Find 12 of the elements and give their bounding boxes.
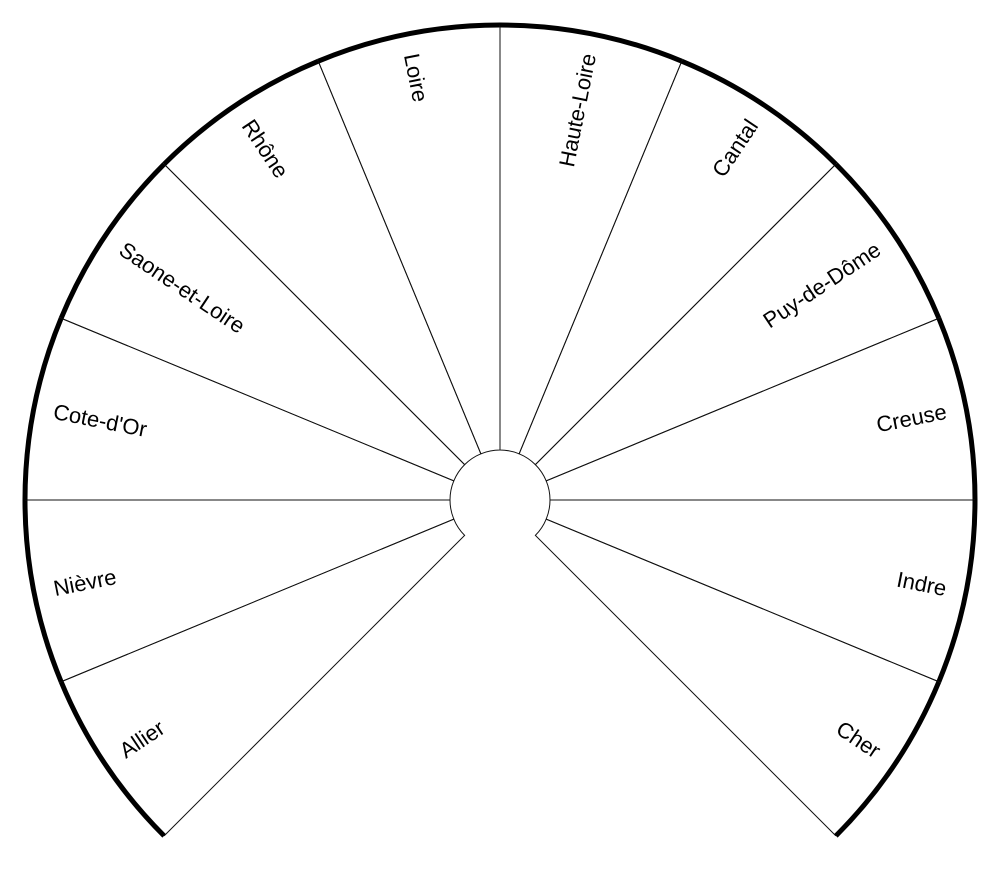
sector-label: Cote-d'Or	[51, 398, 150, 442]
sector-label: Loire	[398, 51, 434, 104]
sector-label: Haute-Loire	[554, 51, 602, 169]
wheel-sector	[317, 22, 500, 454]
wheel-sector	[22, 500, 454, 683]
wheel-sector	[546, 500, 978, 683]
sector-label: Nièvre	[51, 564, 119, 602]
sector-label: Allier	[114, 715, 170, 764]
sector-label: Indre	[894, 566, 949, 602]
sector-label: Creuse	[874, 398, 949, 438]
wheel-sector	[500, 22, 683, 454]
sector-label: Cher	[832, 716, 886, 764]
